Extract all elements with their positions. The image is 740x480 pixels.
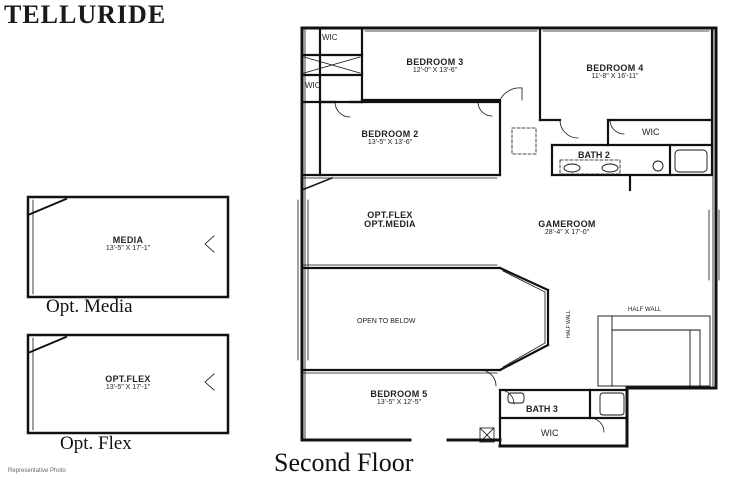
wic-left-label: WIC bbox=[305, 81, 321, 90]
optflex-line1: OPT.FLEX bbox=[367, 210, 413, 220]
wic-top-label: WIC bbox=[322, 33, 338, 42]
bath2-label: BATH 2 bbox=[578, 150, 610, 160]
bedroom5-dims: 13'-5" X 12'-5" bbox=[376, 399, 422, 407]
stair-half-wall bbox=[597, 315, 711, 387]
bedroom2-label: BEDROOM 2 13'-5" X 13'-6" bbox=[350, 129, 430, 147]
media-room-label: MEDIA 13'-5" X 17'-1" bbox=[88, 235, 168, 253]
flex-room-dims: 13'-5" X 17'-1" bbox=[105, 384, 151, 392]
windows bbox=[297, 199, 720, 361]
half-wall-vertical-label: HALF WALL bbox=[566, 310, 572, 338]
bedroom2-dims: 13'-5" X 13'-6" bbox=[367, 139, 413, 147]
bedroom3-dims: 12'-0" X 13'-6" bbox=[412, 67, 458, 75]
wic-bottom-label: WIC bbox=[541, 428, 559, 438]
half-wall-label: HALF WALL bbox=[628, 307, 662, 313]
angled-corner bbox=[301, 177, 333, 191]
bedroom4-name: BEDROOM 4 bbox=[586, 63, 644, 73]
media-room-dims: 13'-5" X 17'-1" bbox=[105, 245, 151, 253]
bedroom5-label: BEDROOM 5 13'-5" X 12'-5" bbox=[354, 389, 444, 407]
opt-flex-inset bbox=[26, 333, 230, 435]
opt-media-inset bbox=[26, 195, 230, 299]
opt-media-caption: Opt. Media bbox=[46, 296, 133, 317]
media-room-name: MEDIA bbox=[112, 235, 144, 245]
bedroom4-dims: 11'-8" X 16'-11" bbox=[591, 73, 639, 81]
thin-wall-lines bbox=[302, 29, 714, 439]
interior-walls bbox=[300, 26, 714, 448]
wic-b4-label: WIC bbox=[642, 127, 660, 137]
bedroom4-label: BEDROOM 4 11'-8" X 16'-11" bbox=[575, 63, 655, 81]
bedroom2-name: BEDROOM 2 bbox=[361, 129, 419, 139]
bath3-label: BATH 3 bbox=[526, 404, 558, 414]
closet-x-marks bbox=[303, 56, 495, 443]
optflex-line2: OPT.MEDIA bbox=[364, 219, 416, 230]
bedroom3-name: BEDROOM 3 bbox=[406, 57, 464, 67]
bedroom5-name: BEDROOM 5 bbox=[370, 389, 428, 399]
gameroom-dims: 28'-4" X 17'-0" bbox=[544, 229, 590, 237]
gameroom-label: GAMEROOM 28'-4" X 17'-0" bbox=[527, 219, 607, 237]
flex-room-name: OPT.FLEX bbox=[105, 374, 151, 384]
floor-title: Second Floor bbox=[274, 448, 414, 477]
representative-note: Representative Photo bbox=[8, 468, 66, 474]
flex-room-label: OPT.FLEX 13'-5" X 17'-1" bbox=[88, 374, 168, 392]
bedroom3-label: BEDROOM 3 12'-0" X 13'-6" bbox=[395, 57, 475, 75]
gameroom-name: GAMEROOM bbox=[538, 219, 596, 229]
dashed-lines bbox=[511, 127, 621, 175]
door-swings bbox=[334, 87, 625, 433]
plan-title: TELLURIDE bbox=[4, 0, 167, 29]
optflex-label: OPT.FLEX OPT.MEDIA bbox=[345, 210, 435, 230]
bath-fixtures bbox=[507, 149, 708, 416]
opt-flex-caption: Opt. Flex bbox=[60, 433, 132, 454]
open-to-below-label: OPEN TO BELOW bbox=[357, 318, 416, 325]
